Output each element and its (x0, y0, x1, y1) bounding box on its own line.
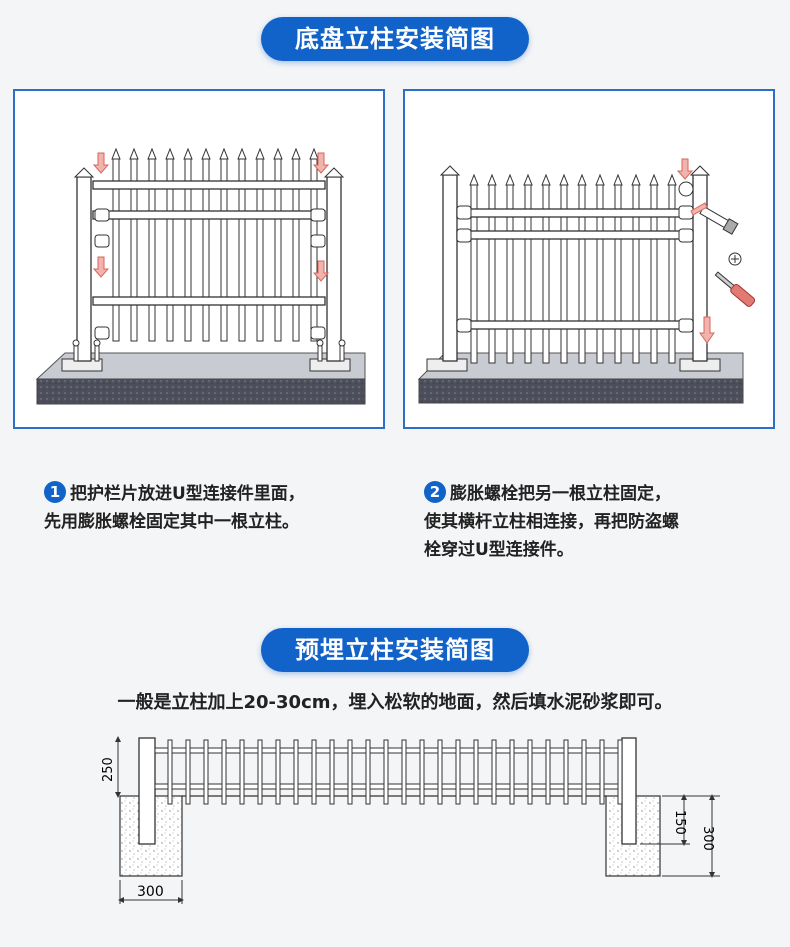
fence-picket (383, 739, 389, 805)
fence-picket (257, 739, 263, 805)
fence-illustration-step1 (35, 147, 366, 405)
fence-picket (491, 739, 497, 805)
fence-picket (581, 739, 587, 805)
fence-picket (203, 739, 209, 805)
fence-picket (275, 739, 281, 805)
fence-picket (185, 739, 191, 805)
embedded-post-diagram: 250 300 150 300 (101, 736, 720, 904)
step-2-line-3: 栓穿过U型连接件。 (424, 540, 574, 560)
step-2-number-badge: 2 (424, 481, 446, 503)
fence-picket (167, 739, 173, 805)
fence-picket (563, 739, 569, 805)
section-title-embedded-post: 预埋立柱安装简图 (261, 628, 529, 672)
fence-picket (329, 739, 335, 805)
section-title-base-plate: 底盘立柱安装简图 (261, 17, 529, 61)
illustration-panel-step1 (13, 89, 385, 429)
step-2-line-2: 使其横杆立柱相连接，再把防盗螺 (424, 512, 679, 532)
fence-picket (419, 739, 425, 805)
fence-picket (455, 739, 461, 805)
fence-picket (527, 739, 533, 805)
fence-picket (365, 739, 371, 805)
fence-picket (221, 739, 227, 805)
illustration-panel-step2 (403, 89, 775, 429)
embedded-post-description: 一般是立柱加上20-30cm，埋入松软的地面，然后填水泥砂浆即可。 (117, 692, 673, 713)
fence-picket (401, 739, 407, 805)
fence-picket (617, 739, 623, 805)
fence-picket (239, 739, 245, 805)
fence-picket (473, 739, 479, 805)
fence-picket (545, 739, 551, 805)
fence-picket (347, 739, 353, 805)
step-1-line-2: 先用膨胀螺栓固定其中一根立柱。 (44, 512, 299, 532)
step-1-line-1: 把护栏片放进U型连接件里面， (70, 484, 305, 504)
fence-picket (311, 739, 317, 805)
step-1-number-badge: 1 (44, 481, 66, 503)
step-2-line-1: 膨胀螺栓把另一根立柱固定， (450, 484, 671, 504)
fence-illustration-step2 (417, 158, 756, 404)
fence-picket (293, 739, 299, 805)
dim-above-ground: 250 (101, 757, 116, 782)
dim-embed-depth: 150 (672, 810, 687, 835)
fence-picket (599, 739, 605, 805)
fence-picket (509, 739, 515, 805)
dim-footing-depth: 300 (700, 826, 715, 851)
dim-footing-width: 300 (137, 884, 164, 900)
fence-picket (437, 739, 443, 805)
